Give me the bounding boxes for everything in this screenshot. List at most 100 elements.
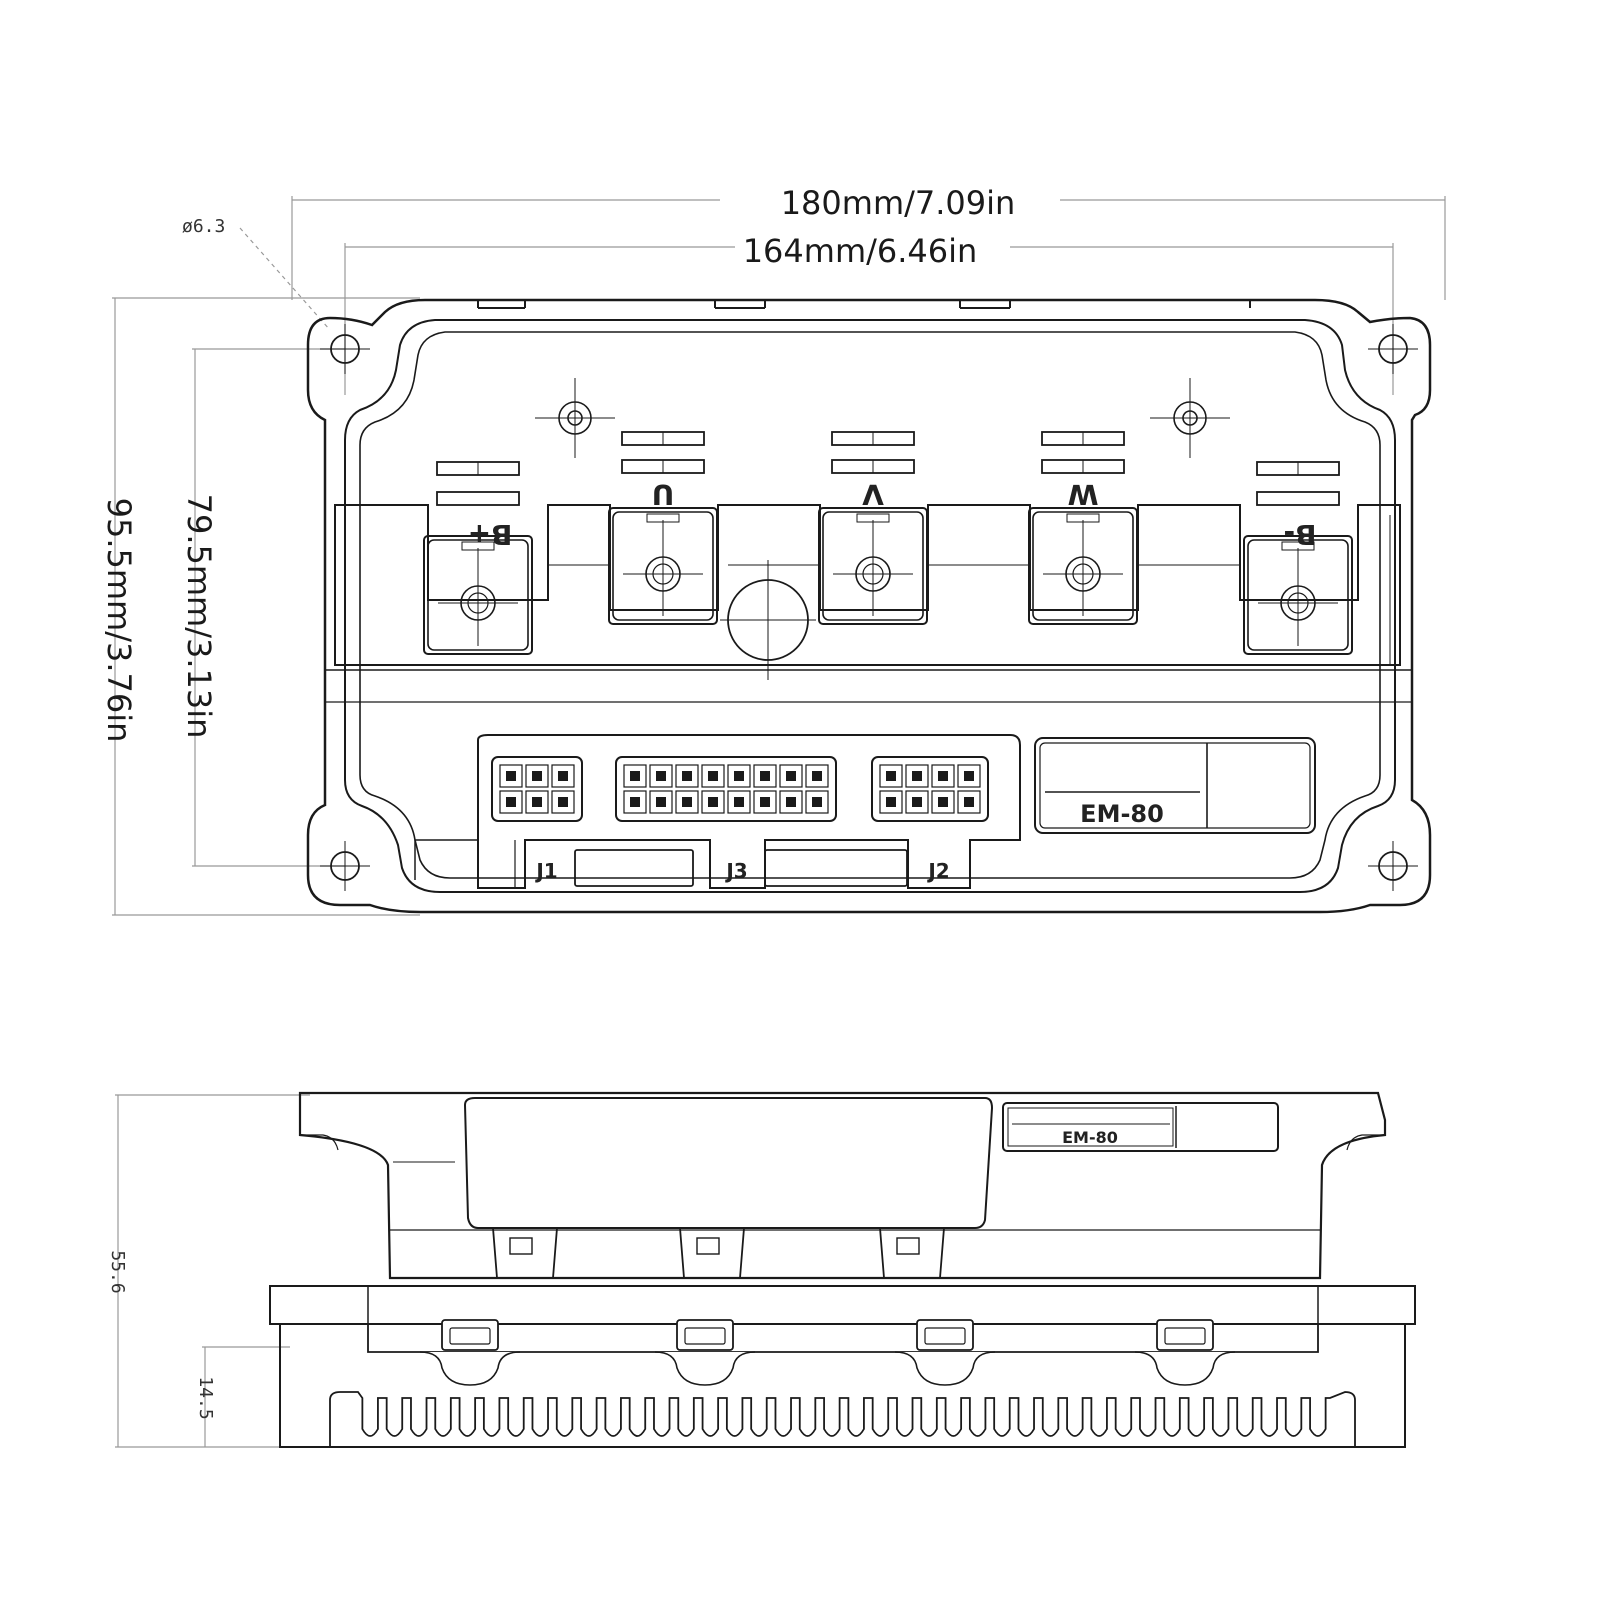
side-model-plate-inner (1007, 1107, 1174, 1147)
connector-pin-cell (551, 764, 575, 788)
connector-pin-cell (957, 790, 981, 814)
connector-pin (682, 771, 692, 781)
connector-pin-cell (905, 790, 929, 814)
terminal-post (1028, 431, 1138, 625)
side-clips (419, 1319, 1236, 1386)
connector-outline (615, 756, 837, 822)
connector-pin (912, 771, 922, 781)
side-connector-tabs (492, 1227, 945, 1279)
side-capacitor-block (463, 1097, 994, 1229)
side-flange (269, 1285, 1416, 1325)
connector-pin (734, 797, 744, 807)
connector-block (491, 756, 583, 822)
connector-pin (506, 771, 516, 781)
side-fin-height-label: 14.5 (195, 1376, 216, 1419)
connector-pin-cell (753, 790, 777, 814)
hole-diameter-label: ø6.3 (182, 216, 225, 237)
connector-pin (786, 771, 796, 781)
terminal-label-b-plus: B+ (468, 518, 513, 551)
connector-pin (938, 797, 948, 807)
connector-pin (558, 771, 568, 781)
connector-pin (938, 771, 948, 781)
side-model-plate (1002, 1102, 1279, 1152)
connector-pin-cell (551, 790, 575, 814)
terminal-tab (646, 513, 680, 523)
side-clip-curve (1134, 1351, 1236, 1386)
top-view (112, 196, 1446, 916)
terminal-tab (461, 541, 495, 551)
side-upper-housing (298, 1091, 1387, 1280)
connector-pin (558, 797, 568, 807)
connector-pin-cell (727, 790, 751, 814)
connector-pin-cell (499, 764, 523, 788)
connector-pin (734, 771, 744, 781)
terminal-indicator-bar (436, 491, 520, 506)
connector-pin-cell (779, 764, 803, 788)
connector-pin (886, 771, 896, 781)
side-view-labels: 55.6 14.5 EM-80 (107, 1128, 1118, 1420)
connector-pin-cell (649, 790, 673, 814)
terminal-label-u: U (652, 478, 675, 511)
terminal-post-inner (427, 539, 529, 651)
connector-pin (682, 797, 692, 807)
side-clip-inner (684, 1327, 726, 1345)
model-plate-inner (1039, 742, 1311, 829)
model-label: EM-80 (1080, 800, 1164, 828)
connector-pin-cell (649, 764, 673, 788)
terminal-label-b-minus: B- (1284, 518, 1317, 551)
connector-pin-cell (805, 790, 829, 814)
connector-pin-cell (905, 764, 929, 788)
capacitor (720, 560, 816, 680)
connector-pin (532, 797, 542, 807)
connector-pin (760, 771, 770, 781)
connector-pin-cell (931, 790, 955, 814)
model-plate-outer (1034, 737, 1316, 834)
side-total-height-label: 55.6 (107, 1250, 128, 1293)
terminal-post-outer (608, 507, 718, 625)
connector-pin (964, 771, 974, 781)
connector-pin-cell (701, 764, 725, 788)
connector-pin-cell (525, 790, 549, 814)
connector-pin (532, 771, 542, 781)
terminal-post (1243, 461, 1353, 655)
terminal-label-v: V (862, 478, 884, 511)
top-view-labels: 180mm/7.09in 164mm/6.46in ø6.3 95.5mm/3.… (100, 184, 1316, 883)
connector-pin (708, 771, 718, 781)
side-clip-inner (1164, 1327, 1206, 1345)
connector-block (615, 756, 837, 822)
connector-pin (912, 797, 922, 807)
overall-width-label: 180mm/7.09in (781, 184, 1016, 222)
terminal-tab (1066, 513, 1100, 523)
terminal-post-inner (1247, 539, 1349, 651)
connector-pin-cell (499, 790, 523, 814)
connector-gap-block (574, 849, 694, 887)
connector-pin-cell (727, 764, 751, 788)
side-model-label: EM-80 (1062, 1128, 1118, 1147)
connector-pin (630, 771, 640, 781)
housing-inner-outline (344, 319, 1396, 893)
terminal-post-outer (1243, 535, 1353, 655)
housing-outer-outline (306, 298, 1432, 914)
connector-pin (812, 797, 822, 807)
side-edge-detail (300, 1134, 339, 1151)
side-clip-curve (419, 1351, 521, 1386)
terminal-group (423, 431, 1353, 655)
terminal-post-inner (612, 511, 714, 621)
hole-leader-line (239, 227, 331, 331)
connector-pin-cell (701, 790, 725, 814)
top-edge-ribs (477, 300, 1251, 309)
side-view (115, 1091, 1416, 1448)
terminal-post-outer (423, 535, 533, 655)
terminal-post (608, 431, 718, 625)
connector-block (871, 756, 989, 822)
connector-pin-cell (623, 790, 647, 814)
connector-pin (656, 797, 666, 807)
side-clip (1134, 1319, 1236, 1386)
connector-label-j3: J3 (724, 859, 747, 883)
terminal-post (818, 431, 928, 625)
terminal-tab (856, 513, 890, 523)
connector-pin-cell (623, 764, 647, 788)
mounting-holes (320, 324, 1418, 891)
